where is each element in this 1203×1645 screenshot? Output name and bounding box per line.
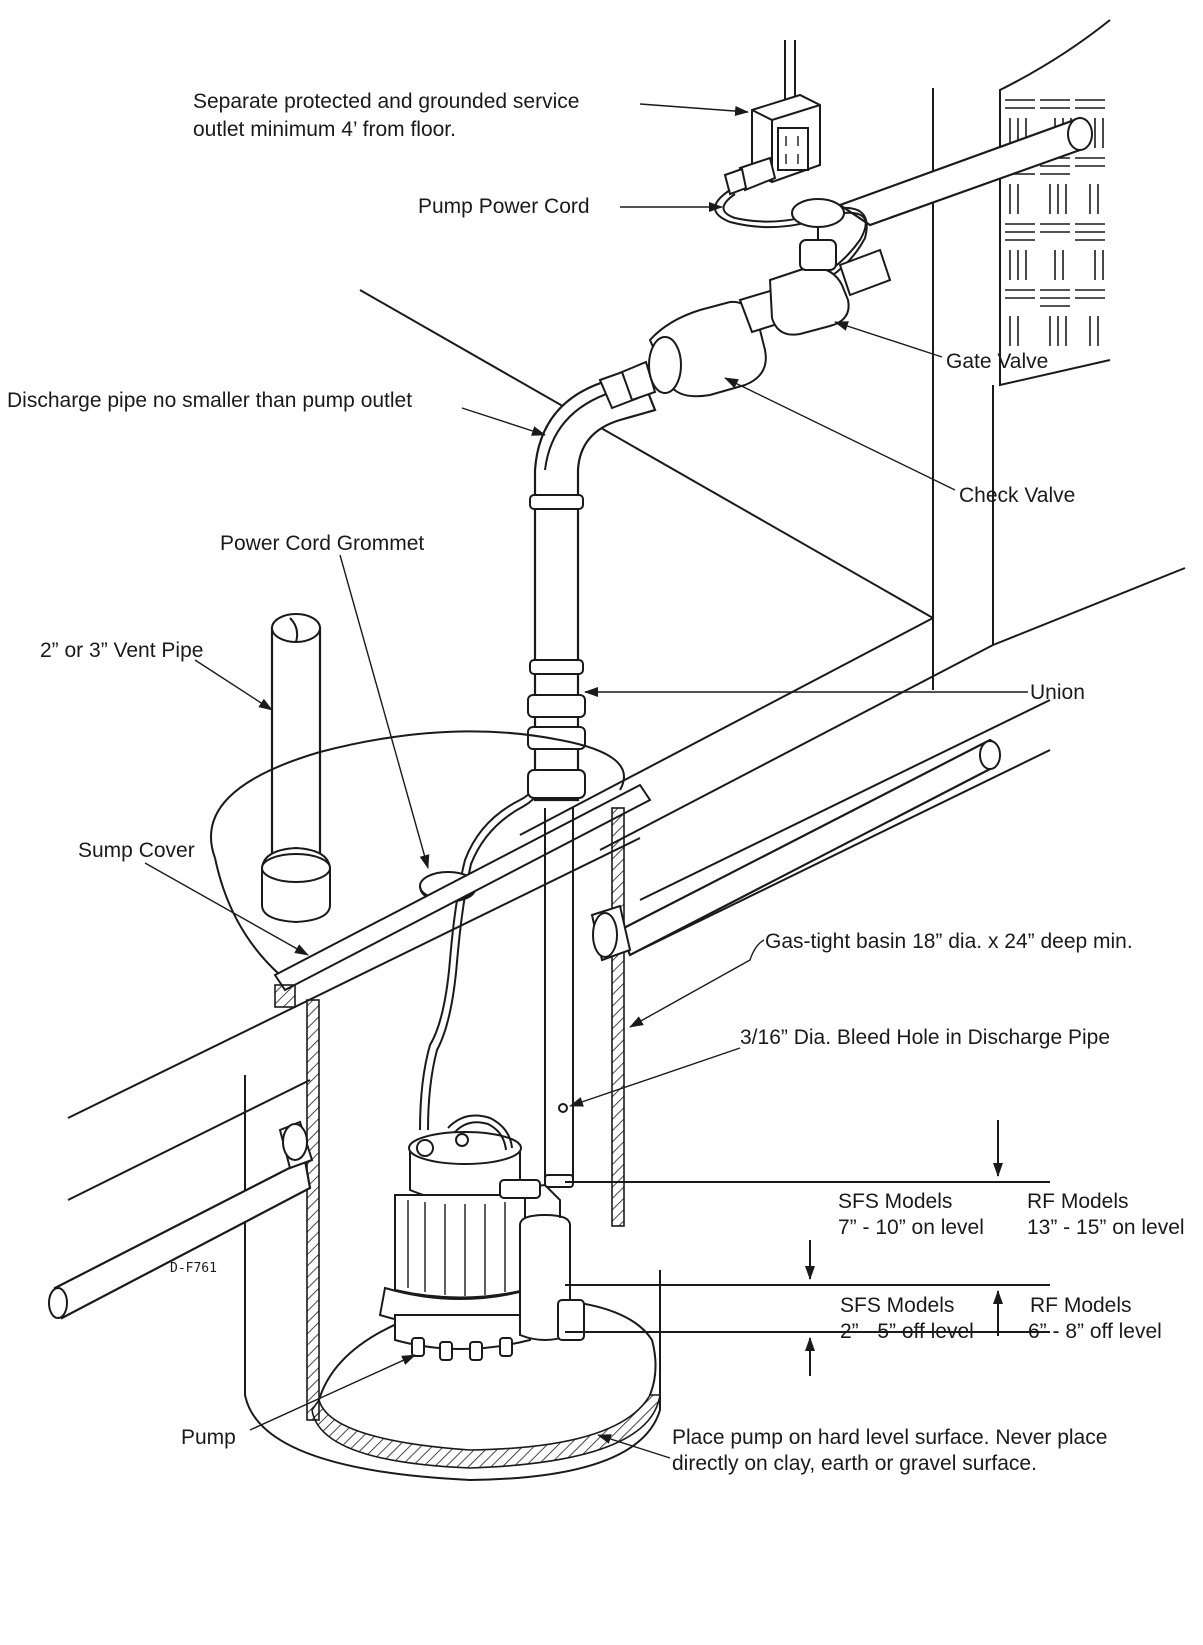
label-rf-off-value: 6” - 8” off level — [1028, 1320, 1162, 1343]
labels: Separate protected and grounded service … — [7, 90, 1185, 1475]
label-gate-valve: Gate Valve — [946, 350, 1048, 373]
label-vent-pipe: 2” or 3” Vent Pipe — [40, 639, 203, 662]
label-pump: Pump — [181, 1426, 236, 1449]
label-bleed-hole: 3/16” Dia. Bleed Hole in Discharge Pipe — [740, 1026, 1110, 1049]
gate-valve — [768, 198, 892, 336]
label-sfs-on-title: SFS Models — [838, 1190, 952, 1213]
label-rf-on-title: RF Models — [1027, 1190, 1129, 1213]
horizontal-discharge-pipe — [837, 116, 1093, 227]
label-union: Union — [1030, 681, 1085, 704]
vertical-discharge-pipe — [527, 360, 657, 802]
label-sump-cover: Sump Cover — [78, 839, 195, 862]
brick-wall — [999, 19, 1111, 387]
sump-basin — [48, 738, 1001, 1482]
label-outlet-line1: Separate protected and grounded service — [193, 90, 579, 113]
label-rf-off-title: RF Models — [1030, 1294, 1132, 1317]
pump — [378, 1114, 585, 1361]
leader-lines — [144, 103, 1028, 1459]
label-surface-line2: directly on clay, earth or gravel surfac… — [672, 1452, 1037, 1475]
label-pump-power-cord: Pump Power Cord — [418, 195, 590, 218]
check-valve — [648, 286, 792, 398]
level-markers — [565, 1120, 1050, 1376]
electrical-outlet — [723, 40, 821, 196]
label-drawing-code: D-F761 — [170, 1261, 217, 1276]
label-surface-line1: Place pump on hard level surface. Never … — [672, 1426, 1107, 1449]
label-discharge-pipe: Discharge pipe no smaller than pump outl… — [7, 389, 412, 412]
label-rf-on-value: 13” - 15” on level — [1027, 1216, 1185, 1239]
label-sfs-off-value: 2” - 5” off level — [840, 1320, 974, 1343]
label-power-cord-grommet: Power Cord Grommet — [220, 532, 424, 555]
label-sfs-off-title: SFS Models — [840, 1294, 954, 1317]
label-gas-tight-basin: Gas-tight basin 18” dia. x 24” deep min. — [765, 930, 1133, 953]
label-outlet-line2: outlet minimum 4’ from floor. — [193, 118, 456, 141]
label-sfs-on-value: 7” - 10” on level — [838, 1216, 984, 1239]
vent-pipe — [261, 613, 331, 924]
wall-lines — [67, 88, 1186, 1201]
label-check-valve: Check Valve — [959, 484, 1075, 507]
